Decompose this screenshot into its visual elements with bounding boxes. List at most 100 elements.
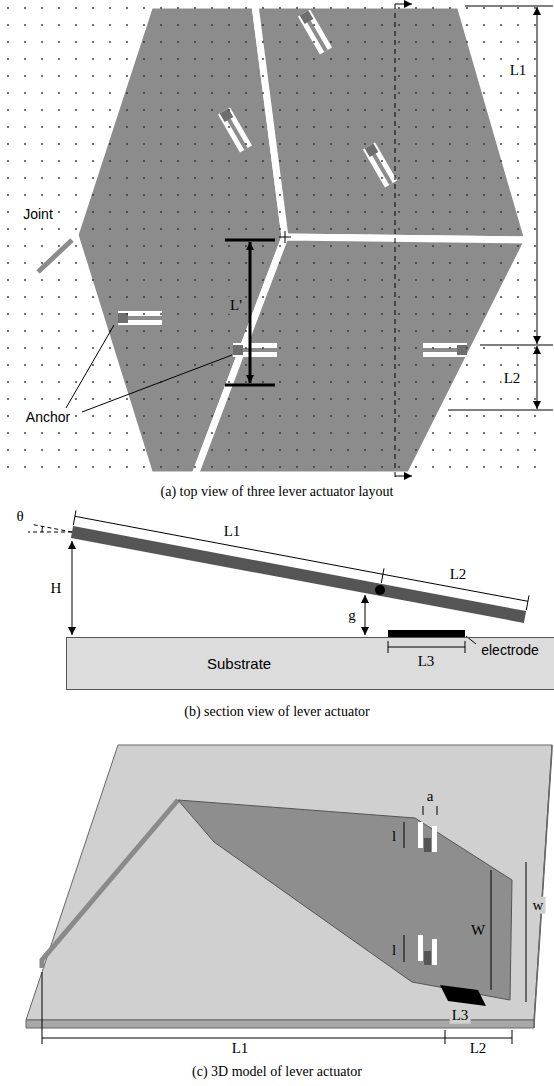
grid-dot: [483, 92, 485, 94]
grid-dot: [109, 347, 111, 349]
grid-dot: [58, 449, 60, 451]
grid-dot: [466, 398, 468, 400]
grid-dot: [296, 279, 298, 281]
grid-dot: [449, 194, 451, 196]
grid-dot: [432, 211, 434, 213]
grid-dot: [449, 347, 451, 349]
grid-dot: [160, 296, 162, 298]
grid-dot: [398, 75, 400, 77]
grid-dot: [415, 279, 417, 281]
dimension-label-text: W: [471, 922, 485, 938]
grid-dot: [330, 7, 332, 9]
grid-dot: [126, 160, 128, 162]
part-label-text: Joint: [23, 206, 53, 222]
grid-dot: [24, 160, 26, 162]
grid-dot: [24, 41, 26, 43]
grid-dot: [483, 296, 485, 298]
grid-dot: [75, 296, 77, 298]
grid-dot: [415, 364, 417, 366]
slot-cutout: [218, 107, 252, 152]
grid-dot: [296, 347, 298, 349]
grid-dot: [432, 143, 434, 145]
grid-dot: [483, 330, 485, 332]
grid-dot: [398, 364, 400, 366]
grid-dot: [194, 330, 196, 332]
grid-dot: [245, 432, 247, 434]
grid-dot: [58, 279, 60, 281]
grid-dot: [296, 126, 298, 128]
anchor-square: [365, 143, 379, 157]
grid-dot: [466, 143, 468, 145]
grid-dot: [228, 330, 230, 332]
grid-dot: [313, 75, 315, 77]
grid-dot: [228, 160, 230, 162]
grid-dot: [92, 7, 94, 9]
grid-dot: [432, 415, 434, 417]
grid-dot: [160, 398, 162, 400]
grid-dot: [262, 296, 264, 298]
grid-dot: [58, 194, 60, 196]
grid-dot: [92, 92, 94, 94]
grid-dot: [109, 381, 111, 383]
grid-dot: [24, 126, 26, 128]
dimension-label: L2: [502, 370, 523, 387]
grid-dot: [432, 432, 434, 434]
grid-dot: [415, 41, 417, 43]
grid-dot: [143, 7, 145, 9]
grid-dot: [415, 177, 417, 179]
grid-dot: [313, 398, 315, 400]
grid-dot: [364, 194, 366, 196]
grid-dot: [279, 381, 281, 383]
grid-dot: [126, 279, 128, 281]
grid-dot: [364, 75, 366, 77]
grid-dot: [41, 279, 43, 281]
grid-dot: [364, 330, 366, 332]
grid-dot: [296, 7, 298, 9]
grid-dot: [160, 24, 162, 26]
grid-dot: [211, 75, 213, 77]
reference-line: [28, 532, 72, 533]
extension-line: [480, 345, 553, 346]
dimension-line: [404, 822, 405, 848]
grid-dot: [330, 279, 332, 281]
grid-dot: [177, 7, 179, 9]
grid-dot: [58, 92, 60, 94]
grid-dot: [483, 381, 485, 383]
grid-dot: [7, 381, 9, 383]
grid-dot: [483, 245, 485, 247]
grid-dot: [41, 126, 43, 128]
grid-dot: [58, 364, 60, 366]
dimension-line: [365, 595, 366, 635]
dimension-label: a: [425, 788, 436, 805]
grid-dot: [41, 177, 43, 179]
grid-dot: [347, 177, 349, 179]
grid-dot: [109, 126, 111, 128]
grid-dot: [75, 398, 77, 400]
grid-dot: [75, 75, 77, 77]
grid-dot: [483, 75, 485, 77]
grid-dot: [279, 92, 281, 94]
grid-dot: [160, 279, 162, 281]
grid-dot: [126, 211, 128, 213]
grid-dot: [347, 262, 349, 264]
subfigure-caption-text: (c) 3D model of lever actuator: [192, 1064, 362, 1079]
grid-dot: [41, 432, 43, 434]
grid-dot: [466, 364, 468, 366]
grid-dot: [466, 313, 468, 315]
grid-dot: [483, 398, 485, 400]
grid-dot: [75, 347, 77, 349]
grid-dot: [24, 262, 26, 264]
grid-dot: [228, 41, 230, 43]
grid-dot: [245, 296, 247, 298]
grid-dot: [75, 41, 77, 43]
grid-dot: [245, 143, 247, 145]
grid-dot: [245, 228, 247, 230]
grid-dot: [7, 194, 9, 196]
grid-dot: [432, 262, 434, 264]
grid-dot: [194, 347, 196, 349]
grid-dot: [466, 415, 468, 417]
angle-label: θ: [14, 508, 25, 525]
grid-dot: [245, 381, 247, 383]
grid-dot: [211, 313, 213, 315]
grid-dot: [432, 347, 434, 349]
